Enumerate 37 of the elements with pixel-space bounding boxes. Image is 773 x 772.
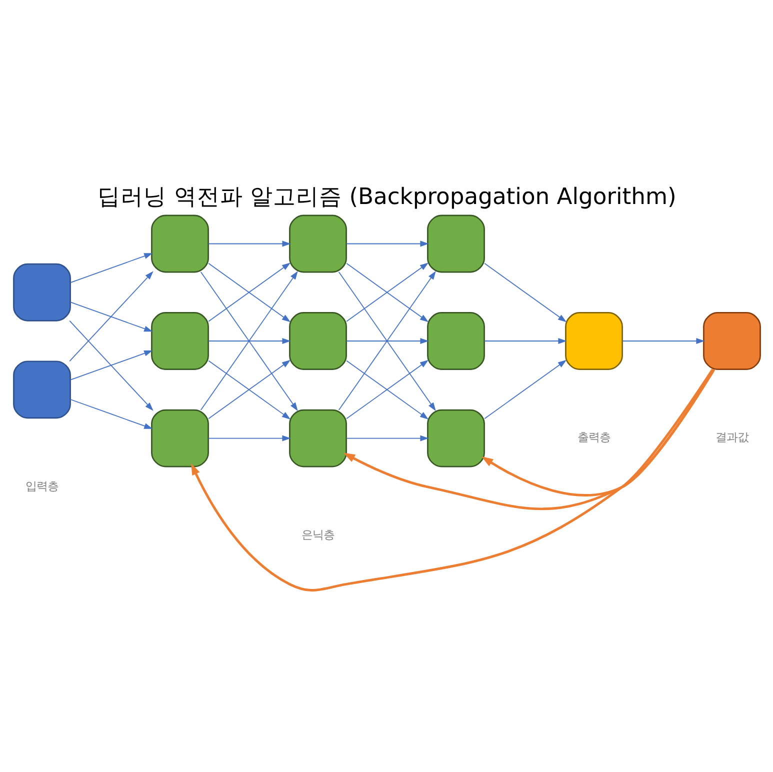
node-box	[12, 360, 70, 419]
arrow	[208, 240, 290, 247]
node-box	[150, 409, 208, 468]
arrow	[68, 320, 153, 411]
arrow	[480, 368, 715, 496]
diagram-title: 딥러닝 역전파 알고리즘 (Backpropagation Algorithm)	[97, 184, 676, 210]
arrow	[484, 262, 566, 322]
arrow	[208, 338, 290, 344]
node-box	[150, 214, 208, 273]
arrow	[70, 350, 152, 380]
label: 입력층	[25, 480, 58, 493]
node-box	[702, 312, 760, 370]
label: 은닉층	[301, 528, 334, 542]
arrow	[70, 302, 152, 332]
node-box	[150, 312, 208, 370]
node-box	[426, 312, 484, 370]
arrow	[484, 360, 566, 420]
node-box	[426, 409, 484, 468]
node-box	[288, 214, 346, 273]
arrow	[70, 399, 152, 429]
node-box	[288, 312, 346, 370]
node-box	[288, 409, 346, 468]
arrow	[68, 271, 153, 362]
arrow	[484, 338, 566, 344]
node-box	[426, 214, 484, 273]
node-box	[564, 312, 622, 370]
arrow	[208, 435, 290, 442]
arrow	[622, 338, 704, 344]
arrow	[190, 368, 714, 592]
arrow	[346, 338, 428, 344]
arrow	[342, 368, 715, 510]
arrow	[346, 435, 428, 442]
label: 결과값	[714, 431, 748, 444]
arrow	[346, 240, 428, 247]
node-box	[12, 263, 70, 322]
arrow	[70, 253, 152, 283]
label: 출력층	[577, 431, 610, 444]
